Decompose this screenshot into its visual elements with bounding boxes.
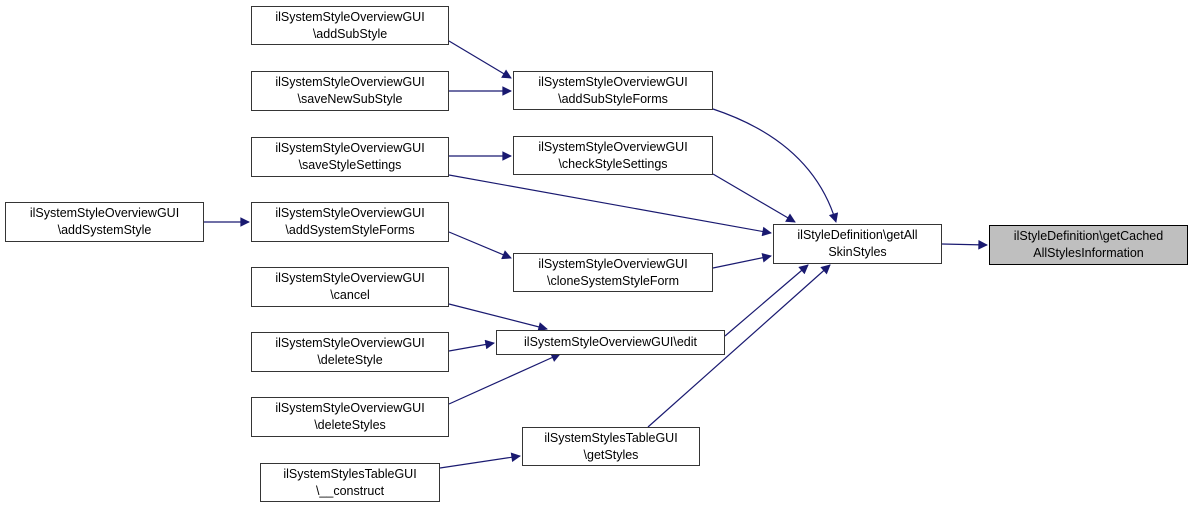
node-label-line: \deleteStyles [314, 418, 386, 432]
node-label-line: SkinStyles [828, 245, 887, 259]
node-label-line: ilStyleDefinition\getCached [1013, 229, 1164, 244]
graph-node-checkStyleSettings[interactable]: ilSystemStyleOverviewGUI \checkStyleSett… [513, 136, 713, 175]
node-label-line: ilStyleDefinition\getAll [797, 228, 918, 243]
edge-getAllSkinStyles-to-getCached [941, 240, 988, 250]
node-label-line: AllStylesInformation [1033, 246, 1144, 260]
node-label-line: \cloneSystemStyleForm [547, 273, 679, 288]
node-label-line: ilSystemStylesTableGUI [283, 466, 417, 481]
node-label-line: ilSystemStylesTableGUI [544, 430, 678, 445]
node-label-line: ilSystemStyleOverviewGUI [29, 206, 180, 221]
edge-deleteStyles-to-edit [448, 353, 561, 405]
graph-node-saveNewSubStyle[interactable]: ilSystemStyleOverviewGUI \saveNewSubStyl… [251, 71, 449, 111]
edge-saveStyleSettings-to-getAllSkinStyles [448, 174, 772, 237]
node-label-line: ilSystemStyleOverviewGUI [275, 141, 425, 156]
graph-node-edit[interactable]: ilSystemStyleOverviewGUI\edit [496, 330, 725, 355]
node-label-line: ilSystemStyleOverviewGUI [275, 75, 425, 90]
node-label-line: \addSubStyleForms [558, 91, 668, 106]
edge-deleteStyle-to-edit [448, 339, 495, 352]
node-label-line: \addSubStyle [312, 26, 388, 41]
edge-edit-to-getAllSkinStyles [724, 264, 809, 337]
edge-checkStyleSettings-to-getAllSkinStyles [712, 173, 796, 223]
edge-construct-to-getStyles [439, 452, 521, 469]
edge-addSubStyleForms-to-getAllSkinStyles [712, 108, 839, 223]
node-label-line: \getStyles [583, 447, 639, 462]
node-label-line: ilSystemStyleOverviewGUI [275, 401, 425, 416]
graph-node-deleteStyles[interactable]: ilSystemStyleOverviewGUI \deleteStyles [251, 397, 449, 437]
node-label-line: \cancel [330, 288, 370, 302]
edge-addSubStyle-to-addSubStyleForms [448, 40, 512, 79]
node-label-line: \addSystemStyle [57, 223, 152, 237]
graph-node-addSubStyleForms[interactable]: ilSystemStyleOverviewGUI \addSubStyleFor… [513, 71, 713, 110]
graph-node-getAllSkinStyles[interactable]: ilStyleDefinition\getAll SkinStyles [773, 224, 942, 264]
node-label-line: \__construct [315, 483, 385, 498]
node-label-line: \saveNewSubStyle [297, 92, 403, 106]
graph-node-addSystemStyleForms[interactable]: ilSystemStyleOverviewGUI \addSystemStyle… [251, 202, 449, 242]
node-label-line: ilSystemStyleOverviewGUI [538, 139, 688, 154]
node-label-line: \saveStyleSettings [298, 158, 402, 172]
graph-node-cancel[interactable]: ilSystemStyleOverviewGUI \cancel [251, 267, 449, 307]
node-label-line: ilSystemStyleOverviewGUI [275, 271, 425, 286]
edge-cancel-to-edit [448, 303, 548, 332]
edge-cloneSystemStyleForm-to-getAllSkinStyles [712, 253, 772, 269]
node-label-line: ilSystemStyleOverviewGUI [275, 9, 425, 24]
node-label-line: ilSystemStyleOverviewGUI [538, 256, 688, 271]
node-label-line: ilSystemStyleOverviewGUI [538, 74, 688, 89]
graph-node-cloneSystemStyleForm[interactable]: ilSystemStyleOverviewGUI \cloneSystemSty… [513, 253, 713, 292]
node-label-line: ilSystemStyleOverviewGUI [275, 206, 425, 221]
graph-node-construct[interactable]: ilSystemStylesTableGUI \__construct [260, 463, 440, 502]
node-label-line: \deleteStyle [317, 353, 383, 367]
graph-node-getStyles[interactable]: ilSystemStylesTableGUI \getStyles [522, 427, 700, 466]
node-label-line: ilSystemStyleOverviewGUI [275, 336, 425, 351]
node-label-line: ilSystemStyleOverviewGUI\edit [524, 335, 697, 350]
graph-node-saveStyleSettings[interactable]: ilSystemStyleOverviewGUI \saveStyleSetti… [251, 137, 449, 177]
node-label-line: \checkStyleSettings [558, 156, 668, 171]
graph-node-deleteStyle[interactable]: ilSystemStyleOverviewGUI \deleteStyle [251, 332, 449, 372]
node-label-line: \addSystemStyleForms [285, 223, 415, 237]
graph-node-addSubStyle[interactable]: ilSystemStyleOverviewGUI \addSubStyle [251, 6, 449, 45]
graph-node-getCached-highlighted: ilStyleDefinition\getCached AllStylesInf… [989, 225, 1188, 265]
graph-node-addSystemStyle[interactable]: ilSystemStyleOverviewGUI \addSystemStyle [5, 202, 204, 242]
edge-addSystemStyleForms-to-cloneSystemStyleForm [448, 231, 512, 260]
